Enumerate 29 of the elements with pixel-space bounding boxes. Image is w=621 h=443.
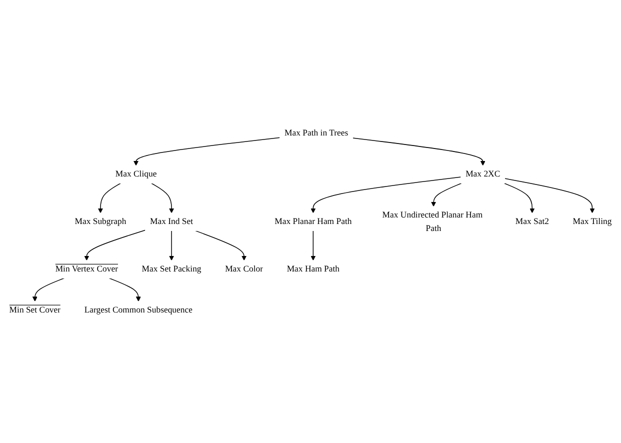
- arrow: [151, 182, 174, 213]
- node-text: Max Color: [225, 264, 264, 274]
- node-text: Max Clique: [115, 169, 157, 179]
- arrow: [108, 277, 141, 302]
- arrow: [310, 176, 462, 213]
- node-text: Max Set Packing: [142, 264, 202, 274]
- node-text: Max Path in Trees: [284, 128, 348, 138]
- node-text: Max Sat2: [515, 216, 549, 226]
- node-text: Min Vertex Cover: [55, 264, 118, 274]
- arrow: [352, 137, 486, 166]
- arrow: [133, 136, 280, 166]
- arrow: [168, 230, 174, 260]
- arrow: [310, 230, 316, 260]
- node-text: Min Set Cover: [9, 305, 61, 314]
- node-text: Max 2XC: [466, 169, 500, 179]
- node-text: Max Undirected Planar Ham Path: [382, 210, 483, 233]
- arrow: [504, 182, 535, 213]
- node-text: Max Tiling: [572, 216, 612, 226]
- node-text: Max Planar Ham Path: [274, 216, 352, 226]
- node-text: Max Ind Set: [150, 216, 194, 226]
- arrow: [32, 277, 65, 302]
- arrow: [431, 182, 462, 206]
- node-text: Largest Common Subsequence: [84, 305, 192, 314]
- node-text: Max Ham Path: [286, 264, 340, 274]
- arrow: [84, 229, 146, 260]
- arrow: [194, 230, 247, 260]
- arrow: [98, 182, 122, 213]
- arrow: [504, 178, 595, 213]
- node-text: Max Subgraph: [74, 216, 126, 226]
